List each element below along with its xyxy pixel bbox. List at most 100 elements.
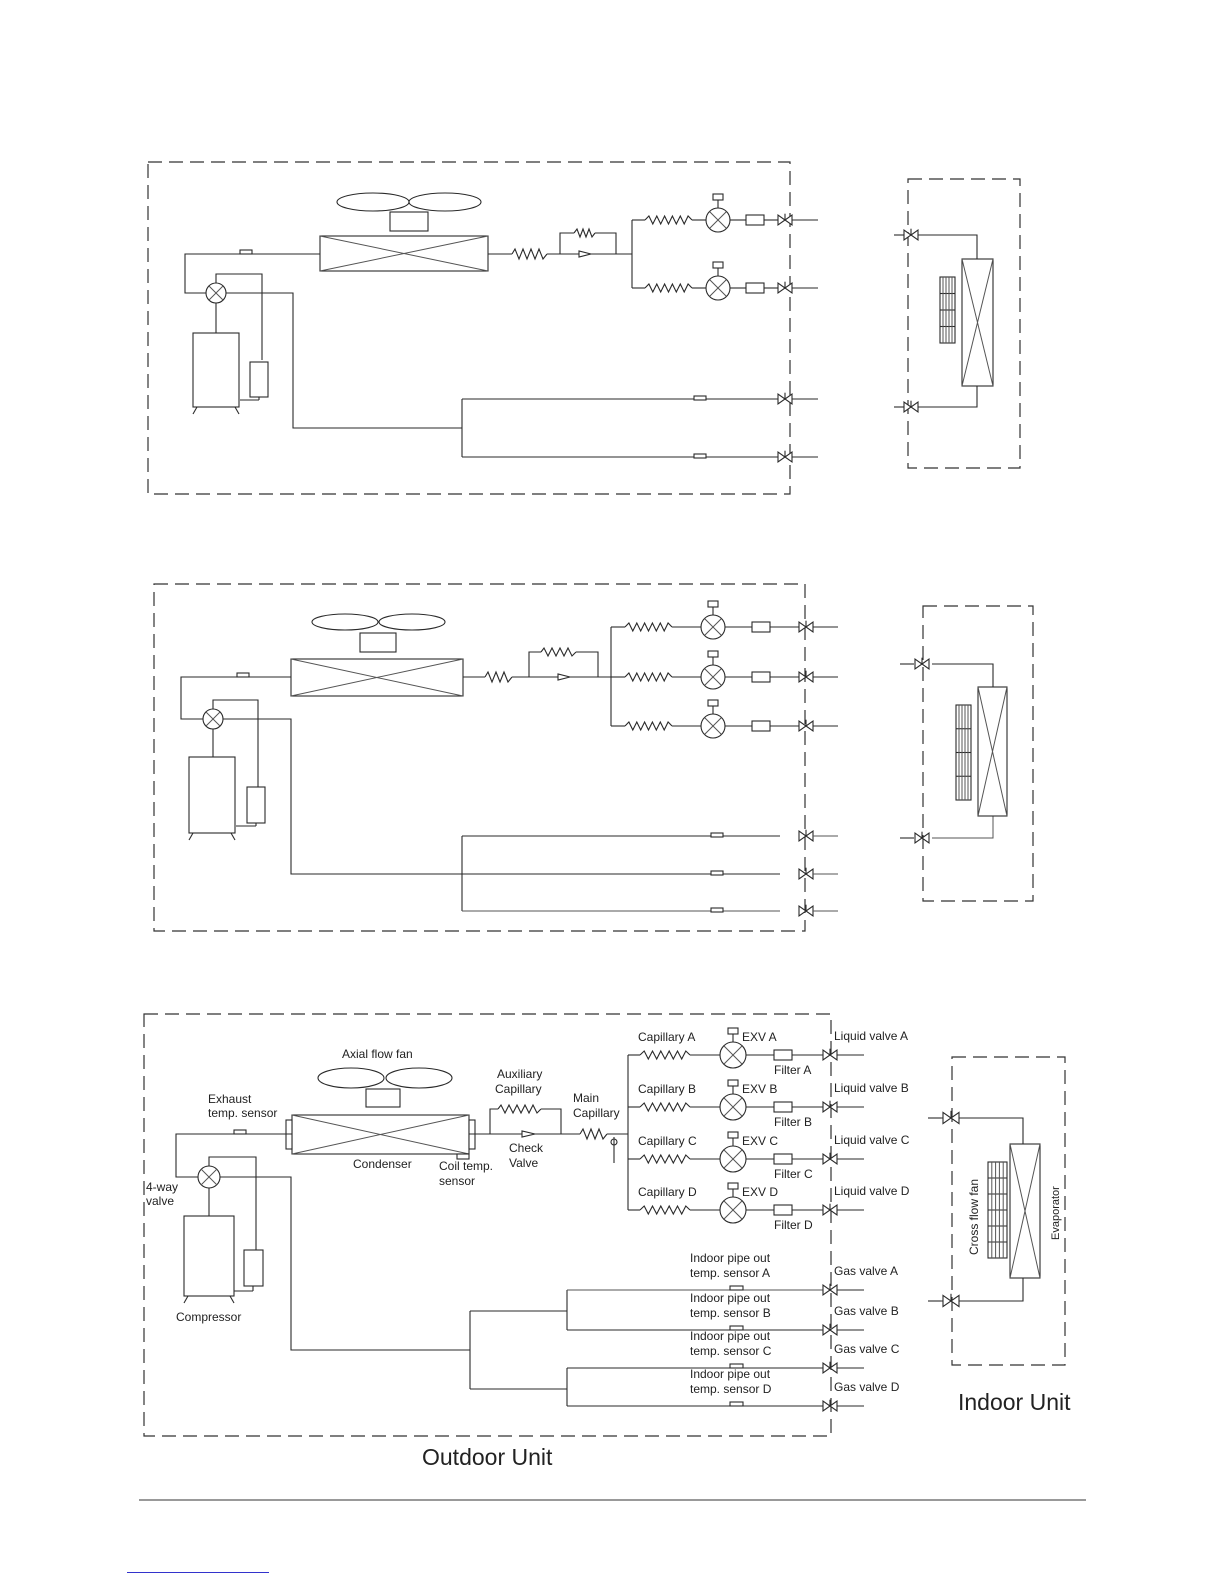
exv-valve-icon xyxy=(719,1079,747,1121)
cross-flow-fan-label: Cross flow fan xyxy=(967,1179,981,1255)
exv-label: EXV A xyxy=(742,1030,777,1044)
diagram-1 xyxy=(147,161,1021,495)
liquid-branch xyxy=(628,1182,864,1224)
coil-sensor-label-2: sensor xyxy=(439,1174,475,1188)
pipe-temp-sensor-icon xyxy=(729,1363,744,1369)
accumulator-icon xyxy=(249,361,269,398)
exv-valve-icon xyxy=(719,1182,747,1224)
accumulator-icon xyxy=(243,1249,264,1287)
gas-valve-label: Gas valve C xyxy=(834,1342,900,1356)
filter-icon xyxy=(751,621,771,633)
compressor-label: Compressor xyxy=(176,1310,241,1324)
indoor-pipe-sensor-label: Indoor pipe out xyxy=(690,1251,771,1265)
compressor-icon xyxy=(183,1215,235,1297)
liquid-branch xyxy=(628,1131,864,1173)
shutoff-valve-icon xyxy=(822,1361,838,1374)
cross-flow-fan-icon xyxy=(955,704,972,801)
capillary-icon xyxy=(639,1153,691,1165)
gas-valve-label: Gas valve B xyxy=(834,1304,899,1318)
indoor-unit-boundary-2 xyxy=(922,605,1034,902)
shutoff-valve-icon xyxy=(903,400,919,413)
indoor-pipe-sensor-label: Indoor pipe out xyxy=(690,1329,771,1343)
capillary-icon xyxy=(644,214,693,226)
compressor-icon xyxy=(192,332,240,408)
check-valve-label-2: Valve xyxy=(509,1156,538,1170)
capillary-label: Capillary D xyxy=(638,1185,697,1199)
shutoff-valve-icon xyxy=(942,1293,960,1308)
coil-sensor-label: Coil temp. xyxy=(439,1159,493,1173)
filter-label: Filter A xyxy=(774,1063,811,1077)
footer-link-underline xyxy=(127,1572,269,1573)
four-way-valve-label-2: valve xyxy=(146,1194,174,1208)
shutoff-valve-icon xyxy=(777,450,793,463)
pipe-temp-sensor-icon xyxy=(729,1401,744,1407)
aux-capillary-label: Auxiliary xyxy=(497,1067,542,1081)
exv-valve-icon xyxy=(700,650,726,690)
gas-valve-label: Gas valve D xyxy=(834,1380,900,1394)
shutoff-valve-icon xyxy=(798,904,814,917)
compressor-icon xyxy=(188,756,236,834)
shutoff-valve-icon xyxy=(822,1048,838,1061)
fan-blade-icon xyxy=(378,613,446,631)
liquid-branch xyxy=(628,1027,864,1069)
liquid-valve-label: Liquid valve D xyxy=(834,1184,910,1198)
gas-valve-label: Gas valve A xyxy=(834,1264,898,1278)
filter-label: Filter C xyxy=(774,1167,813,1181)
filter-icon xyxy=(773,1153,793,1165)
shutoff-valve-icon xyxy=(798,620,814,633)
filter-icon xyxy=(751,720,771,732)
exhaust-sensor-label-2: temp. sensor xyxy=(208,1106,277,1120)
coil-temp-sensor-icon xyxy=(456,1153,470,1160)
liquid-branch xyxy=(628,1079,864,1121)
indoor-pipe-sensor-label-2: temp. sensor D xyxy=(690,1382,772,1396)
exv-label: EXV D xyxy=(742,1185,778,1199)
pipe-temp-sensor-icon xyxy=(729,1285,744,1291)
filter-icon xyxy=(745,214,765,226)
indoor-unit-title: Indoor Unit xyxy=(958,1389,1071,1415)
capillary-icon xyxy=(639,1204,691,1216)
check-valve-label: Check xyxy=(509,1141,544,1155)
main-capillary-label-2: Capillary xyxy=(573,1106,620,1120)
indoor-pipe-sensor-label-2: temp. sensor B xyxy=(690,1306,771,1320)
fan-motor-icon xyxy=(359,632,397,653)
shutoff-valve-icon xyxy=(798,867,814,880)
capillary-icon xyxy=(624,621,673,633)
axial-fan-label: Axial flow fan xyxy=(342,1047,413,1061)
filter-label: Filter B xyxy=(774,1115,812,1129)
shutoff-valve-icon xyxy=(822,1152,838,1165)
shutoff-valve-icon xyxy=(777,213,793,226)
liquid-branch xyxy=(632,261,818,301)
fan-blade-icon xyxy=(317,1067,385,1089)
capillary-label: Capillary B xyxy=(638,1082,696,1096)
exv-valve-icon xyxy=(705,261,731,301)
capillary-icon xyxy=(639,1101,691,1113)
capillary-label: Capillary C xyxy=(638,1134,697,1148)
evaporator-label: Evaporator xyxy=(1050,1186,1062,1240)
exv-valve-icon xyxy=(719,1131,747,1173)
shutoff-valve-icon xyxy=(822,1100,838,1113)
indoor-unit-boundary-1 xyxy=(907,178,1021,469)
liquid-branch xyxy=(611,650,838,690)
fan-blade-icon xyxy=(311,613,379,631)
diagram-2-branches xyxy=(611,600,838,739)
filter-icon xyxy=(745,282,765,294)
condenser-label: Condenser xyxy=(353,1157,412,1171)
shutoff-valve-icon xyxy=(798,719,814,732)
outdoor-unit-boundary-2 xyxy=(153,583,806,932)
shutoff-valve-icon xyxy=(914,657,930,670)
exv-valve-icon xyxy=(700,699,726,739)
capillary-icon xyxy=(624,671,673,683)
liquid-valve-label: Liquid valve B xyxy=(834,1081,909,1095)
pipe-temp-sensor-icon xyxy=(729,1325,744,1331)
liquid-branch xyxy=(611,699,838,739)
outdoor-unit-boundary-1 xyxy=(147,161,791,495)
exv-label: EXV B xyxy=(742,1082,777,1096)
shutoff-valve-icon xyxy=(822,1283,838,1296)
exv-label: EXV C xyxy=(742,1134,778,1148)
filter-label: Filter D xyxy=(774,1218,813,1232)
shutoff-valve-icon xyxy=(903,228,919,241)
filter-icon xyxy=(773,1101,793,1113)
